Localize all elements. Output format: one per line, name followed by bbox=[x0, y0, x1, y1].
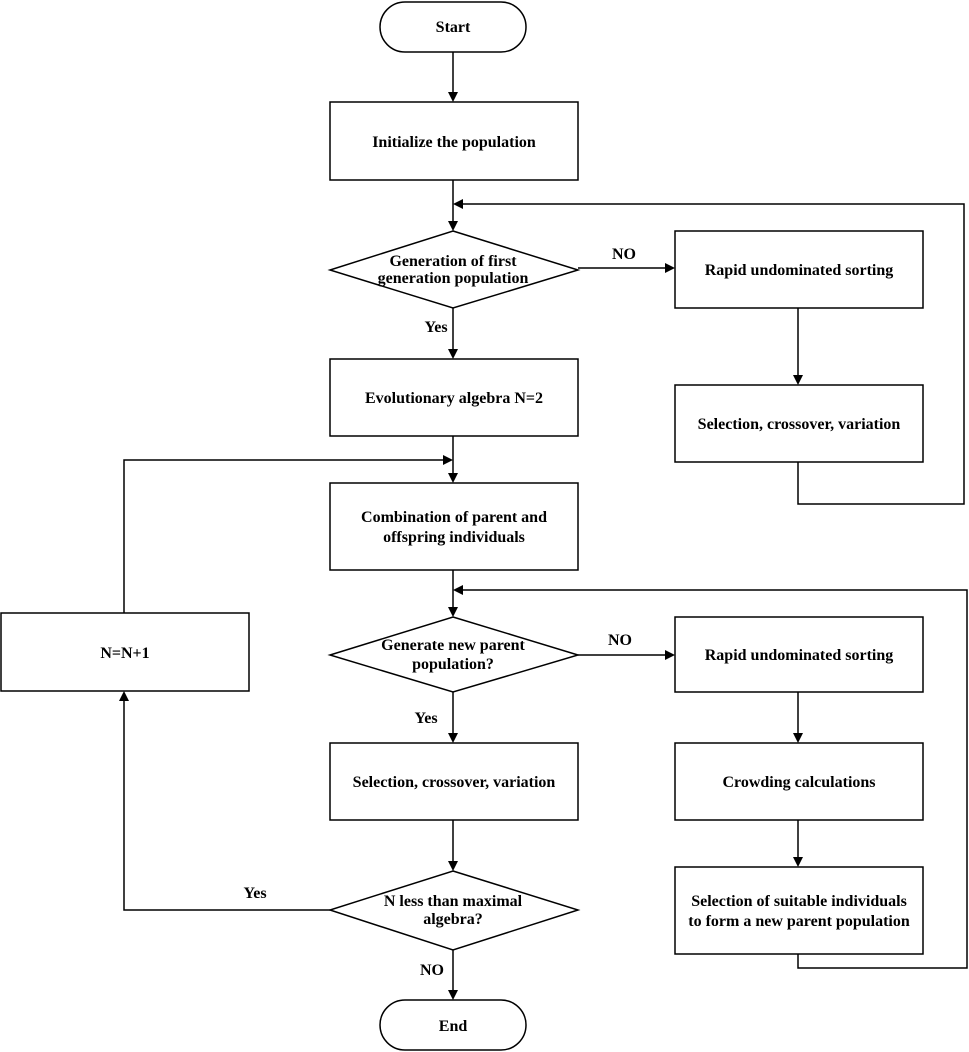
end-node: End bbox=[379, 999, 527, 1051]
arrowheads bbox=[119, 92, 803, 1000]
rapid-sorting-bottom-label: Rapid undominated sorting bbox=[705, 647, 894, 664]
n-increment-label: N=N+1 bbox=[100, 645, 149, 662]
combination-line1: Combination of parent and bbox=[361, 509, 547, 526]
first-yes-label: Yes bbox=[424, 319, 447, 336]
max-algebra-line2: algebra? bbox=[423, 911, 483, 928]
edge-increment-back bbox=[123, 459, 444, 613]
max-no-label: NO bbox=[420, 962, 444, 979]
selection-suitable-line1: Selection of suitable individuals bbox=[691, 893, 907, 910]
first-generation-line2: generation population bbox=[378, 270, 529, 287]
evolutionary-algebra-label: Evolutionary algebra N=2 bbox=[365, 390, 543, 407]
end-label: End bbox=[439, 1018, 468, 1035]
arrow-down-icon bbox=[448, 92, 458, 102]
rapid-sorting-top-box: Rapid undominated sorting bbox=[674, 230, 924, 309]
arrow-down-icon bbox=[448, 733, 458, 743]
start-label: Start bbox=[436, 19, 471, 36]
selection-top-label: Selection, crossover, variation bbox=[698, 416, 901, 433]
arrow-down-icon bbox=[793, 733, 803, 743]
selection-suitable-box: Selection of suitable individuals to for… bbox=[674, 866, 924, 955]
max-yes-label: Yes bbox=[243, 885, 266, 902]
arrow-down-icon bbox=[448, 990, 458, 1000]
evolutionary-algebra-box: Evolutionary algebra N=2 bbox=[329, 358, 579, 437]
arrow-up-icon bbox=[119, 691, 129, 701]
first-no-label: NO bbox=[612, 246, 636, 263]
edge-loop-top-back bbox=[462, 203, 965, 505]
parent-yes-label: Yes bbox=[414, 710, 437, 727]
first-generation-decision: Generation of first generation populatio… bbox=[327, 230, 581, 309]
max-algebra-decision: N less than maximal algebra? bbox=[327, 870, 581, 951]
edge-labels: NO Yes NO Yes Yes NO bbox=[243, 246, 636, 979]
arrow-down-icon bbox=[448, 473, 458, 483]
arrow-down-icon bbox=[448, 221, 458, 231]
arrow-down-icon bbox=[448, 607, 458, 617]
arrow-right-icon bbox=[665, 263, 675, 273]
arrow-left-icon bbox=[453, 585, 463, 595]
first-generation-line1: Generation of first bbox=[389, 253, 517, 270]
new-parent-line2: population? bbox=[412, 656, 494, 673]
edge-max-check-yes bbox=[123, 699, 330, 911]
arrow-down-icon bbox=[448, 349, 458, 359]
crowding-box: Crowding calculations bbox=[674, 742, 924, 821]
arrow-left-icon bbox=[453, 199, 463, 209]
selection-top-box: Selection, crossover, variation bbox=[674, 384, 924, 463]
new-parent-line1: Generate new parent bbox=[381, 637, 525, 654]
rapid-sorting-top-label: Rapid undominated sorting bbox=[705, 262, 894, 279]
new-parent-decision: Generate new parent population? bbox=[327, 616, 581, 693]
n-increment-box: N=N+1 bbox=[0, 612, 250, 692]
init-population-label: Initialize the population bbox=[372, 134, 536, 151]
max-algebra-line1: N less than maximal bbox=[384, 893, 523, 910]
init-population-box: Initialize the population bbox=[329, 101, 579, 181]
combination-box: Combination of parent and offspring indi… bbox=[329, 482, 579, 571]
selection-suitable-line2: to form a new parent population bbox=[688, 913, 910, 930]
arrow-down-icon bbox=[793, 857, 803, 867]
arrow-down-icon bbox=[448, 861, 458, 871]
arrow-right-icon bbox=[665, 650, 675, 660]
crowding-label: Crowding calculations bbox=[722, 774, 875, 791]
selection-main-label: Selection, crossover, variation bbox=[353, 774, 556, 791]
parent-no-label: NO bbox=[608, 632, 632, 649]
selection-main-box: Selection, crossover, variation bbox=[329, 742, 579, 821]
combination-line2: offspring individuals bbox=[383, 529, 525, 546]
rapid-sorting-bottom-box: Rapid undominated sorting bbox=[674, 616, 924, 693]
connectors bbox=[123, 52, 968, 993]
start-node: Start bbox=[379, 1, 527, 53]
arrow-down-icon bbox=[793, 375, 803, 385]
edge-loop-bottom-back bbox=[462, 589, 968, 969]
arrow-right-icon bbox=[443, 455, 453, 465]
